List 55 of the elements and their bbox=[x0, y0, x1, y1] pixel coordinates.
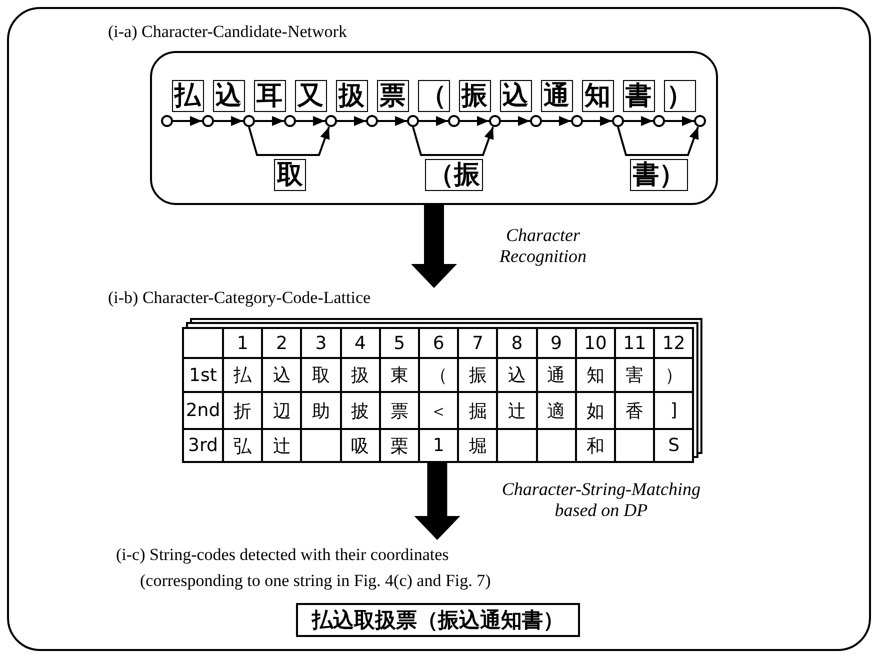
arrow bbox=[248, 126, 330, 156]
network-node bbox=[161, 115, 173, 127]
candidate-character: 書 bbox=[622, 80, 654, 112]
candidate-character: ） bbox=[664, 80, 696, 112]
network-node bbox=[284, 115, 296, 127]
arrow bbox=[255, 116, 284, 126]
arrow bbox=[542, 116, 571, 126]
arrow bbox=[460, 116, 489, 126]
candidate-character: 振 bbox=[458, 80, 490, 112]
section-heading: (i-a) Character-Candidate-Network bbox=[108, 22, 347, 42]
network-node bbox=[530, 115, 542, 127]
arrow bbox=[296, 116, 325, 126]
network-node bbox=[325, 115, 337, 127]
arrow bbox=[337, 116, 366, 126]
table-cell: 12 bbox=[653, 327, 694, 359]
block-arrow bbox=[411, 205, 457, 288]
network-node bbox=[243, 115, 255, 127]
candidate-character: 耳 bbox=[254, 80, 286, 112]
recognized-string: 払込取扱票（振込通知書） bbox=[296, 603, 580, 637]
arrow bbox=[173, 116, 202, 126]
candidate-character: （振 bbox=[425, 159, 483, 191]
candidate-character: 込 bbox=[500, 80, 532, 112]
section-heading: (i-b) Character-Category-Code-Lattice bbox=[108, 288, 371, 308]
arrow bbox=[214, 116, 243, 126]
arrow bbox=[412, 126, 494, 156]
network-node bbox=[694, 115, 706, 127]
arrow bbox=[378, 116, 407, 126]
candidate-character: 票 bbox=[376, 80, 408, 112]
network-node bbox=[366, 115, 378, 127]
network-node bbox=[653, 115, 665, 127]
table-cell: S bbox=[653, 428, 694, 463]
table-cell: 3rd bbox=[182, 428, 224, 463]
network-node bbox=[612, 115, 624, 127]
arrow bbox=[419, 116, 448, 126]
candidate-character: 知 bbox=[582, 80, 614, 112]
candidate-character: 込 bbox=[212, 80, 244, 112]
arrow bbox=[501, 116, 530, 126]
network-node bbox=[407, 115, 419, 127]
candidate-character: 取 bbox=[274, 159, 306, 191]
arrow bbox=[665, 116, 694, 126]
candidate-character: 又 bbox=[294, 80, 326, 112]
network-node bbox=[489, 115, 501, 127]
block-arrow bbox=[414, 461, 460, 540]
network-node bbox=[202, 115, 214, 127]
candidate-character: 通 bbox=[540, 80, 572, 112]
candidate-character: 払 bbox=[172, 80, 204, 112]
network-node bbox=[571, 115, 583, 127]
section-heading: (i-c) String-codes detected with their coordinates (corresponding to one string in Fig. 4(c) and Fig. 7) bbox=[116, 544, 492, 592]
candidate-character: 書） bbox=[630, 159, 688, 191]
arrow bbox=[583, 116, 612, 126]
arrow bbox=[624, 116, 653, 126]
arrow bbox=[617, 126, 699, 156]
network-node bbox=[448, 115, 460, 127]
candidate-character: 扱 bbox=[336, 80, 368, 112]
candidate-character: （ bbox=[418, 80, 450, 112]
